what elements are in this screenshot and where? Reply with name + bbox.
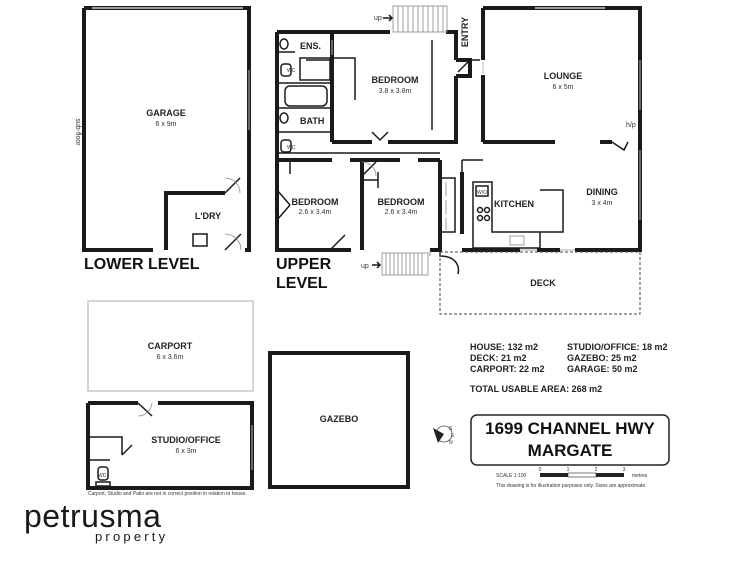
area-house: HOUSE: 132 m2 <box>470 342 538 352</box>
dining-dim: 3 x 4m <box>591 200 612 207</box>
living-walls <box>462 6 642 252</box>
scale-unit: metres <box>632 473 648 479</box>
studio-dim: 6 x 3m <box>175 448 196 455</box>
garage-dim: 6 x 9m <box>155 121 176 128</box>
hp-label: h/p <box>626 122 636 129</box>
area-studio: STUDIO/OFFICE: 18 m2 <box>567 342 668 352</box>
compass-letter: S <box>449 426 453 432</box>
brand-tagline: property <box>95 529 169 544</box>
carport-block <box>86 300 254 490</box>
bath-label: BATH <box>300 116 324 126</box>
lounge-dim: 6 x 5m <box>552 84 573 91</box>
laundry-tub <box>192 233 208 247</box>
area-total: TOTAL USABLE AREA: 268 m2 <box>470 384 602 394</box>
address-line-2: MARGATE <box>528 441 613 460</box>
stairs-bottom <box>372 252 429 276</box>
area-summary: HOUSE: 132 m2 DECK: 21 m2 CARPORT: 22 m2… <box>470 342 668 394</box>
area-garage: GARAGE: 50 m2 <box>567 364 638 374</box>
scale-tick: 1 <box>567 467 570 473</box>
carport-label: CARPORT <box>148 341 193 351</box>
bedroom-main-label: BEDROOM <box>372 75 419 85</box>
position-note: Carport, Studio and Patio are not in cor… <box>88 491 247 497</box>
stairs-up-bottom: up <box>361 263 369 270</box>
stairs-top <box>383 5 448 33</box>
compass-icon: S E N <box>433 425 455 446</box>
bedroom-2-dim: 2.6 x 3.4m <box>299 209 332 216</box>
bedroom-2-label: BEDROOM <box>292 197 339 207</box>
garage-block <box>82 6 251 252</box>
deck-label: DECK <box>530 278 556 288</box>
lower-level-title: LOWER LEVEL <box>84 256 200 273</box>
scale-tick: 0 <box>539 467 542 473</box>
lounge-label: LOUNGE <box>544 71 583 81</box>
upper-level-walls <box>275 5 480 276</box>
dining-label: DINING <box>586 187 618 197</box>
area-gazebo: GAZEBO: 25 m2 <box>567 353 637 363</box>
kitchen-label: KITCHEN <box>494 199 534 209</box>
stairs-up-top: up <box>374 15 382 22</box>
wc-studio-label: WC <box>98 473 107 479</box>
scale-disclaimer: This drawing is for illustration purpose… <box>496 483 647 489</box>
sub-floor-label: sub-floor <box>74 118 81 146</box>
basin-icon <box>279 112 289 124</box>
scale-tick: 3 <box>623 467 626 473</box>
area-deck: DECK: 21 m2 <box>470 353 527 363</box>
address-line-1: 1699 CHANNEL HWY <box>485 419 655 438</box>
ensuite-label: ENS. <box>300 41 321 51</box>
compass-letter: E <box>451 433 455 439</box>
entry-label: ENTRY <box>460 17 470 47</box>
studio-label: STUDIO/OFFICE <box>151 435 221 445</box>
gazebo-outline <box>268 351 410 489</box>
address-box <box>470 414 670 466</box>
brand-name: petrusma <box>24 498 162 534</box>
bedroom-3-label: BEDROOM <box>378 197 425 207</box>
upper-level-title-2: LEVEL <box>276 275 328 292</box>
bathtub <box>284 85 328 107</box>
compass-letter: N <box>449 440 453 446</box>
basin-icon <box>279 38 289 50</box>
laundry-label: L'DRY <box>195 211 221 221</box>
brand-logo: petrusma property <box>24 500 168 543</box>
garage-label: GARAGE <box>146 108 186 118</box>
wo-label: W/O <box>477 190 487 196</box>
deck-outline <box>439 251 641 315</box>
scale-tick: 2 <box>595 467 598 473</box>
toilet-icon <box>280 63 292 77</box>
upper-level-title-1: UPPER <box>276 256 332 273</box>
bedroom-3-dim: 2.6 x 3.4m <box>385 209 418 216</box>
scale-label: SCALE 1:100 <box>496 473 527 479</box>
toilet-icon <box>97 466 109 481</box>
carport-dim: 6 x 3.6m <box>157 354 184 361</box>
gazebo-label: GAZEBO <box>320 414 359 424</box>
scale-bar: SCALE 1:100 0 1 2 3 metres This drawing … <box>496 467 648 489</box>
area-carport: CARPORT: 22 m2 <box>470 364 545 374</box>
bedroom-main-dim: 3.8 x 3.8m <box>379 88 412 95</box>
toilet-icon <box>280 139 292 153</box>
